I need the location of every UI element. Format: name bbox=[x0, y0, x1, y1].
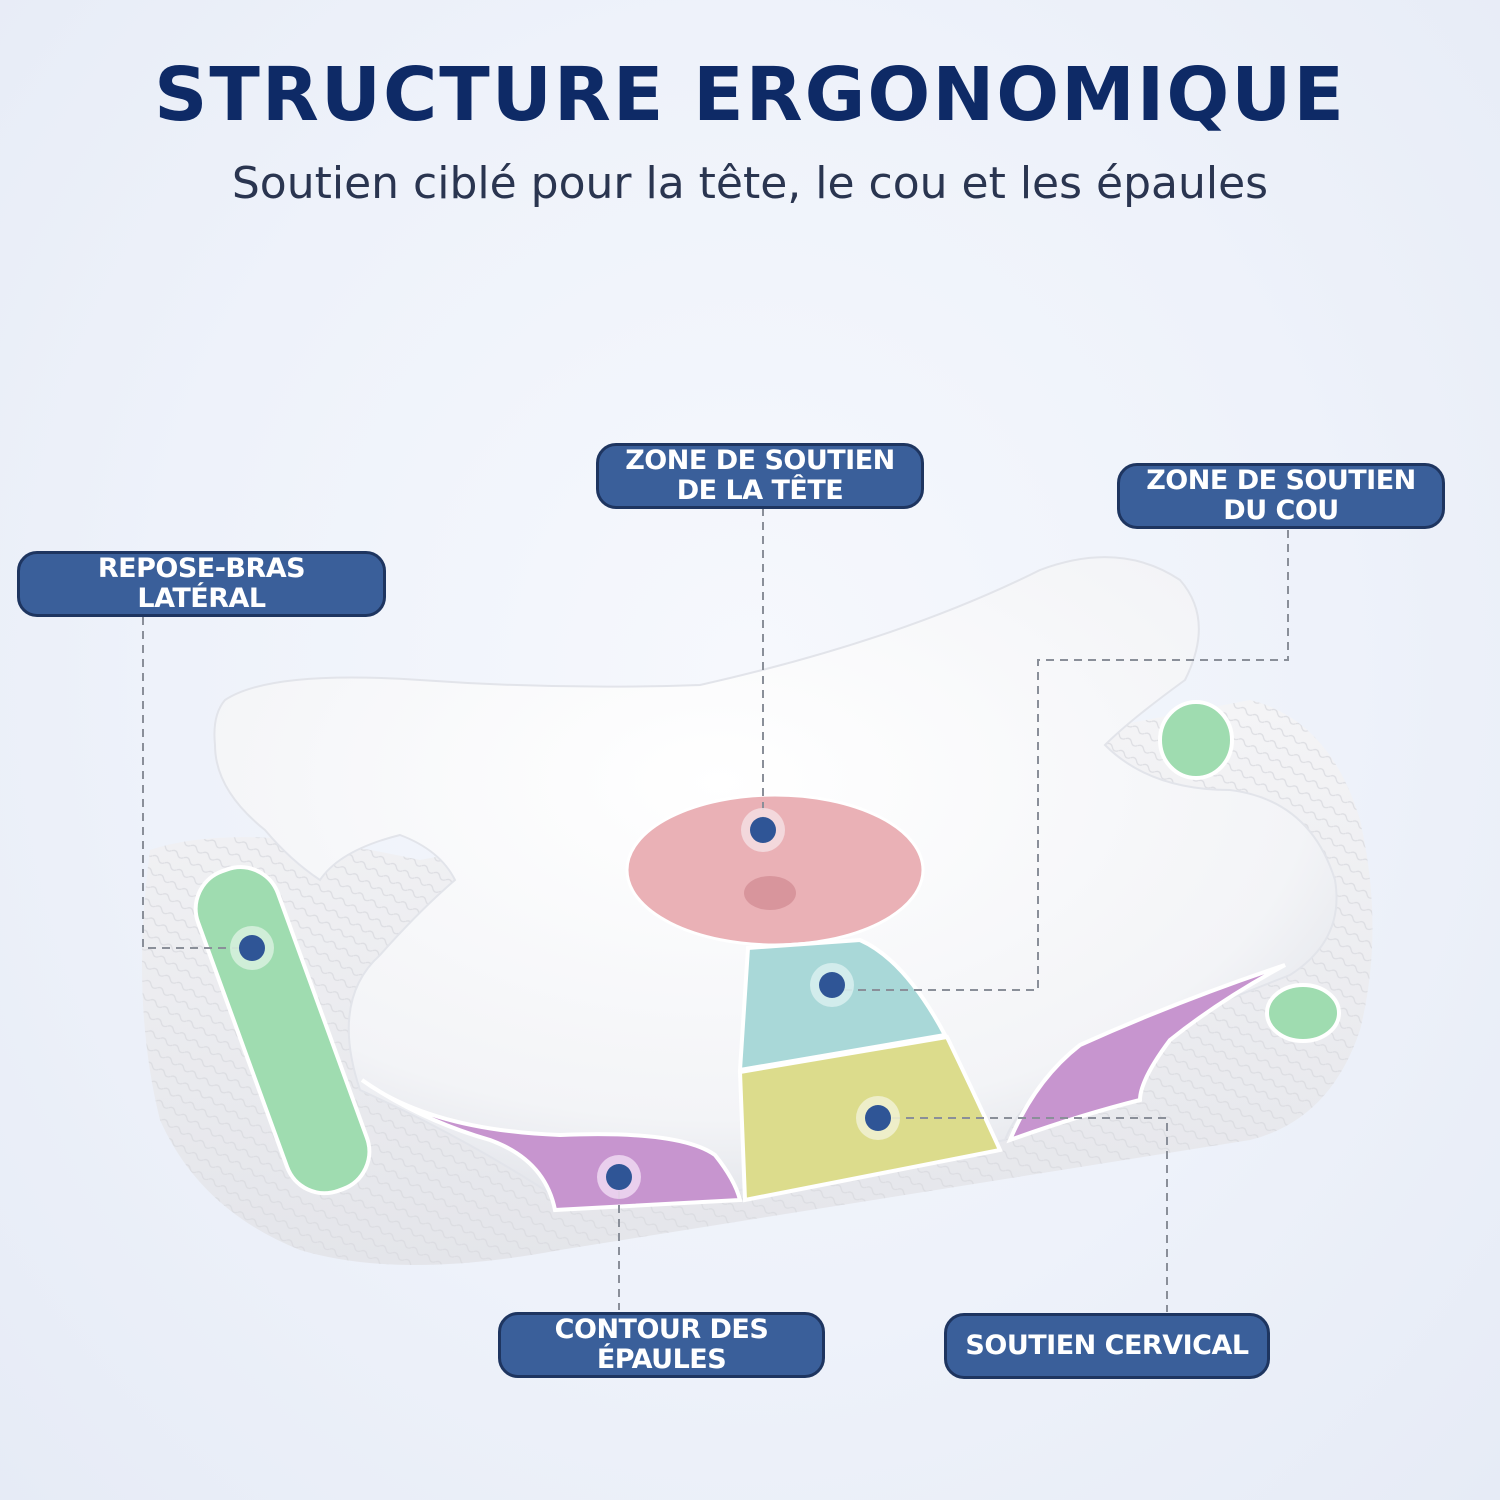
callout-head-support: ZONE DE SOUTIEN DE LA TÊTE bbox=[596, 443, 924, 509]
leader-lines bbox=[142, 508, 1289, 1312]
page-subtitle: Soutien ciblé pour la tête, le cou et le… bbox=[231, 158, 1269, 209]
callout-shoulder-contour: CONTOUR DES ÉPAULES bbox=[498, 1312, 825, 1378]
markers bbox=[230, 808, 900, 1199]
cervical-marker bbox=[856, 1096, 900, 1140]
shoulder-zone-left bbox=[360, 1078, 743, 1213]
neck-marker bbox=[810, 963, 854, 1007]
zones bbox=[193, 700, 1341, 1213]
callout-cervical-support: SOUTIEN CERVICAL bbox=[944, 1313, 1270, 1379]
page-title: STRUCTURE ERGONOMIQUE bbox=[154, 52, 1346, 138]
side-zone-bottom bbox=[1265, 983, 1341, 1043]
head-marker bbox=[741, 808, 785, 852]
side-zone-top bbox=[1158, 700, 1234, 780]
shoulder-zone-right bbox=[1006, 963, 1286, 1144]
shoulder-marker bbox=[597, 1155, 641, 1199]
neck-zone bbox=[737, 937, 949, 1073]
neck-leader bbox=[835, 530, 1289, 991]
arm-marker bbox=[230, 926, 274, 970]
callout-neck-support: ZONE DE SOUTIEN DU COU bbox=[1117, 463, 1445, 529]
callout-side-armrest: REPOSE-BRAS LATÉRAL bbox=[17, 551, 386, 617]
